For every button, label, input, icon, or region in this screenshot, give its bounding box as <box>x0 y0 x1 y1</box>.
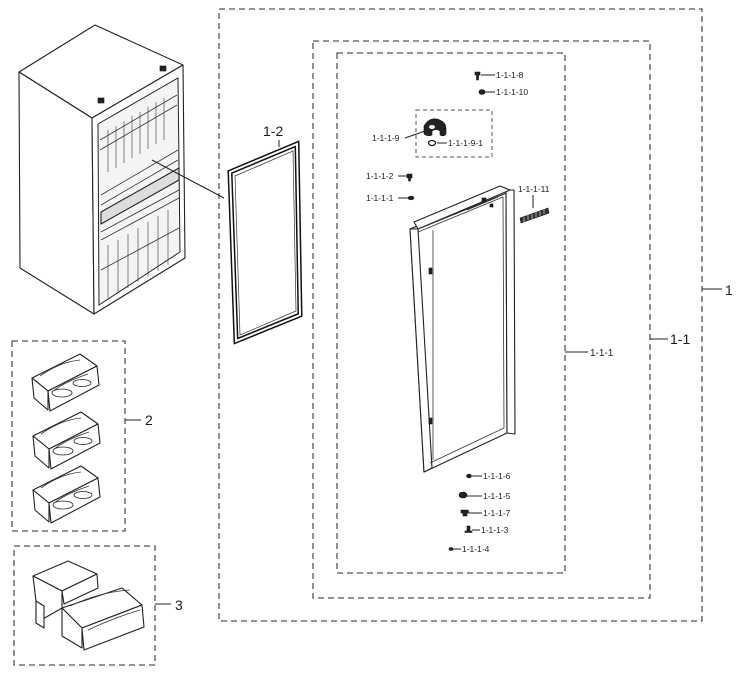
label-1-1-1-4: 1-1-1-4 <box>462 544 490 554</box>
hinge-part <box>404 118 447 139</box>
assembly-1-box <box>218 8 703 622</box>
label-1-1-1-5: 1-1-1-5 <box>483 491 511 501</box>
small-screw-part <box>448 547 461 551</box>
hinge-group-box <box>415 109 493 158</box>
door-handle-strip <box>519 195 550 224</box>
callout-door-foam: 1-1-1 <box>590 348 614 359</box>
label-1-1-1-7: 1-1-1-7 <box>483 508 511 518</box>
label-1-1-1-2: 1-1-1-2 <box>366 171 394 181</box>
pin-part <box>398 173 413 182</box>
door-gasket <box>227 140 303 345</box>
label-1-1-1-8: 1-1-1-8 <box>496 70 524 80</box>
washer-part <box>427 139 447 147</box>
label-1-1-1-1: 1-1-1-1 <box>366 193 394 203</box>
callout-assembly: 1 <box>725 282 733 298</box>
label-1-1-1-10: 1-1-1-10 <box>496 87 528 97</box>
guard-lower-group-box <box>13 545 156 666</box>
label-1-1-1-6: 1-1-1-6 <box>483 471 511 481</box>
hinge-cap-part <box>458 491 482 499</box>
bracket-part <box>460 509 482 517</box>
stopper-part <box>466 473 482 479</box>
assembly-1-1-1-box <box>336 52 566 574</box>
label-1-1-1-9-1: 1-1-1-9-1 <box>448 138 483 148</box>
guards-group-box <box>11 340 126 532</box>
label-1-1-1-11: 1-1-1-11 <box>518 184 550 194</box>
refrigerator-cabinet <box>18 24 225 315</box>
bushing-part <box>398 195 415 201</box>
callout-guards: 2 <box>145 412 153 428</box>
refrigerator-door <box>409 185 516 473</box>
assembly-1-1-box <box>312 40 651 599</box>
bolt-part <box>464 525 480 533</box>
label-1-1-1-9: 1-1-1-9 <box>372 133 400 143</box>
label-1-1-1-3: 1-1-1-3 <box>481 525 509 535</box>
lower-door-guard <box>32 560 145 651</box>
callout-door-assembly: 1-1 <box>670 331 690 347</box>
callout-guard-lower: 3 <box>175 597 183 613</box>
cap-part <box>478 89 495 95</box>
callout-gasket: 1-2 <box>263 123 283 139</box>
screw-part <box>474 71 495 81</box>
door-guard-bins <box>31 353 101 524</box>
